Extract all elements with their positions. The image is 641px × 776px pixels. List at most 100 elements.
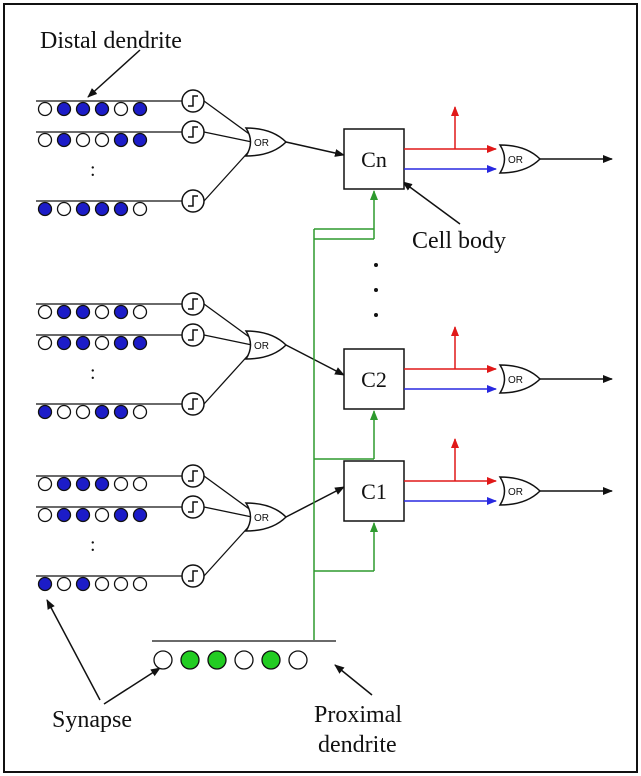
synapse-row — [37, 507, 148, 523]
cell-body: C1 — [343, 460, 405, 522]
threshold-icon-step — [188, 398, 198, 410]
cell-body-annotation-arrow — [402, 181, 461, 225]
synapse — [113, 576, 129, 592]
cell-label: Cn — [361, 147, 387, 172]
synapse — [37, 507, 53, 523]
output-or-gate-shape — [498, 364, 542, 394]
synapse — [132, 101, 148, 117]
threshold-icon — [181, 323, 205, 347]
threshold-icon — [181, 89, 205, 113]
proximal-synapse — [288, 650, 308, 670]
threshold-icon — [181, 464, 205, 488]
synapse — [37, 476, 53, 492]
synapse — [75, 507, 91, 523]
segment-to-or-line — [203, 506, 253, 518]
cell-body: Cn — [343, 128, 405, 190]
threshold-icon — [181, 564, 205, 588]
proximal-synapse — [261, 650, 281, 670]
synapse-row — [37, 404, 148, 420]
synapse — [94, 335, 110, 351]
synapse — [113, 335, 129, 351]
synapse — [37, 404, 53, 420]
synapse — [94, 101, 110, 117]
dendrite-or-gate-label: OR — [254, 341, 269, 352]
dendrite-or-gate: OR — [244, 127, 288, 157]
cell-box — [343, 348, 405, 410]
threshold-icon — [181, 189, 205, 213]
proximal-synapse — [153, 650, 173, 670]
dendrite-or-gate-label: OR — [254, 513, 269, 524]
dendrite-label: dendrite — [318, 732, 397, 758]
output-or-gate-shape — [498, 144, 542, 174]
threshold-icon — [181, 392, 205, 416]
cell-box — [343, 460, 405, 522]
segment-to-or-line — [203, 522, 253, 577]
segment-ellipsis: : — [90, 362, 96, 384]
distal-dendrite-label: Distal dendrite — [40, 28, 182, 54]
synapse — [113, 404, 129, 420]
synapse — [75, 201, 91, 217]
synapse — [37, 101, 53, 117]
synapse-row — [37, 132, 148, 148]
cell-label: C1 — [361, 479, 387, 504]
cell-ellipsis — [374, 263, 378, 317]
synapse — [94, 132, 110, 148]
synapse — [132, 132, 148, 148]
threshold-icon — [181, 495, 205, 519]
synapse — [75, 476, 91, 492]
proximal-label: Proximal — [314, 702, 402, 728]
synapse — [56, 507, 72, 523]
cell-label: C2 — [361, 367, 387, 392]
proximal-synapse — [180, 650, 200, 670]
output-or-gate-label: OR — [508, 155, 523, 166]
synapse — [56, 201, 72, 217]
threshold-icon-step — [188, 126, 198, 138]
dendrite-or-gate-shape — [244, 127, 288, 157]
dendrite-or-gate: OR — [244, 330, 288, 360]
synapse — [37, 304, 53, 320]
segment-ellipsis: : — [90, 534, 96, 556]
synapse — [132, 335, 148, 351]
proximal-annotation-arrow — [334, 664, 373, 696]
dendrite-or-gate: OR — [244, 502, 288, 532]
synapse — [56, 304, 72, 320]
synapse — [37, 576, 53, 592]
synapse — [94, 304, 110, 320]
synapse — [75, 335, 91, 351]
threshold-icon-step — [188, 570, 198, 582]
segment-to-or-line — [203, 147, 253, 202]
synapse-row — [37, 335, 148, 351]
synapse — [94, 201, 110, 217]
output-or-gate: OR — [498, 144, 542, 174]
synapse — [56, 404, 72, 420]
synapse — [132, 404, 148, 420]
synapse — [132, 304, 148, 320]
segment-to-or-line — [203, 100, 253, 137]
synapse-row — [37, 476, 148, 492]
output-or-gate-shape — [498, 476, 542, 506]
proximal-synapse — [234, 650, 254, 670]
output-or-gate-label: OR — [508, 487, 523, 498]
dendrite-or-gate-label: OR — [254, 138, 269, 149]
synapse — [132, 507, 148, 523]
synapse — [113, 476, 129, 492]
segment-to-or-line — [203, 131, 253, 143]
dendrite-or-gate-shape — [244, 330, 288, 360]
segment-to-or-line — [203, 350, 253, 405]
synapse — [75, 304, 91, 320]
synapse — [94, 576, 110, 592]
segment-ellipsis: : — [90, 159, 96, 181]
synapse — [56, 101, 72, 117]
output-or-gate: OR — [498, 364, 542, 394]
threshold-icon-step — [188, 298, 198, 310]
synapse — [113, 304, 129, 320]
threshold-icon — [181, 292, 205, 316]
synapse-row — [37, 304, 148, 320]
synapse — [113, 132, 129, 148]
proximal-synapse — [207, 650, 227, 670]
segment-to-or-line — [203, 303, 253, 340]
synapse — [75, 576, 91, 592]
